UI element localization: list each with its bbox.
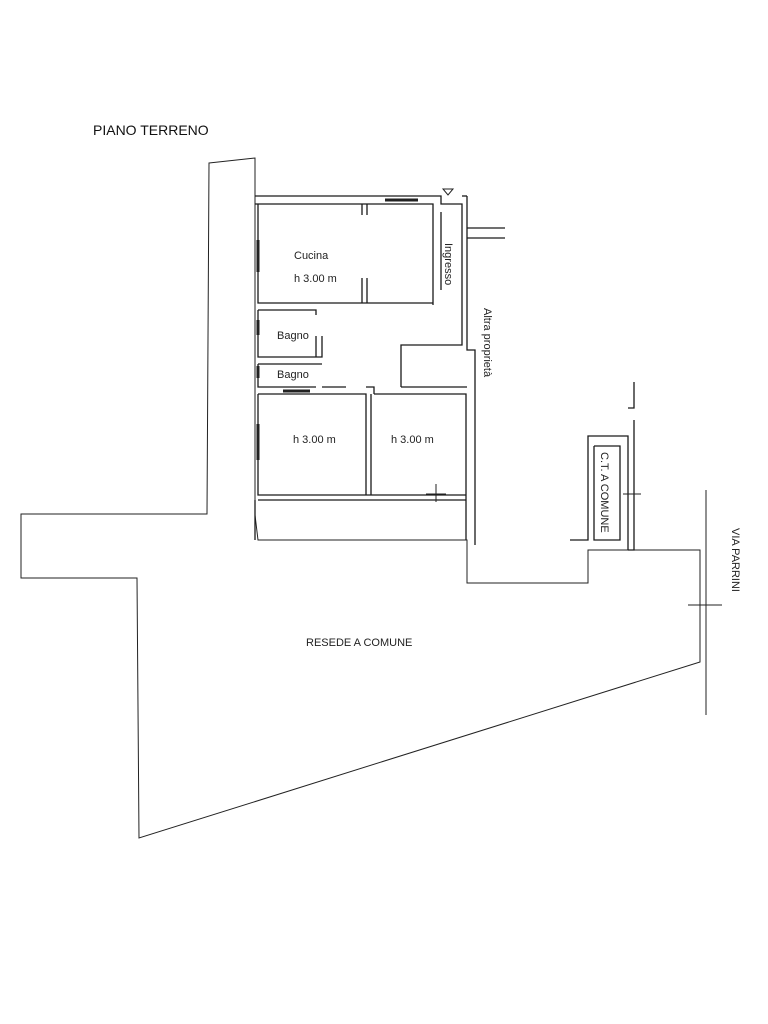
- cucina-height: h 3.00 m: [294, 273, 337, 285]
- windows: [256, 198, 418, 460]
- ct-comune-label: C.T. A COMUNE: [598, 452, 610, 533]
- room-left-height: h 3.00 m: [293, 434, 336, 446]
- cucina-label: Cucina: [294, 250, 329, 262]
- lot-boundary: [20, 157, 701, 839]
- resede-label: RESEDE A COMUNE: [306, 637, 412, 649]
- floor-title: PIANO TERRENO: [93, 122, 209, 138]
- via-label: VIA PARRINI: [729, 528, 741, 592]
- bagno-1-label: Bagno: [277, 330, 309, 342]
- ingresso-label: Ingresso: [442, 243, 454, 285]
- bagno-2-label: Bagno: [277, 369, 309, 381]
- altra-proprieta-label: Altra proprietà: [481, 308, 493, 378]
- ct-comune-block: [570, 382, 641, 551]
- building-walls: [254, 195, 505, 545]
- door-symbol: [441, 188, 455, 196]
- room-right-height: h 3.00 m: [391, 434, 434, 446]
